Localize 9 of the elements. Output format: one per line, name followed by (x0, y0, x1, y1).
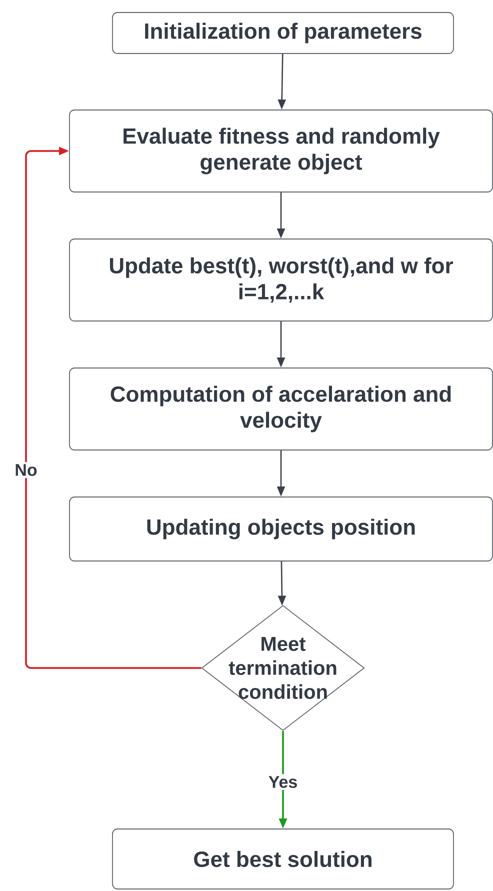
edge-label: Yes (266, 774, 300, 790)
process-box: Update best(t), worst(t),and w for i=1,2,...k (69, 238, 493, 322)
process-box: Updating objects position (69, 496, 493, 562)
process-box: Get best solution (112, 828, 454, 890)
process-box: Initialization of parameters (112, 12, 454, 54)
arrow (25, 146, 202, 669)
process-box: Computation of accelaration and velocity (69, 368, 493, 450)
process-box: Evaluate fitness and randomly generate object (69, 110, 493, 192)
edge-label: No (12, 462, 40, 478)
